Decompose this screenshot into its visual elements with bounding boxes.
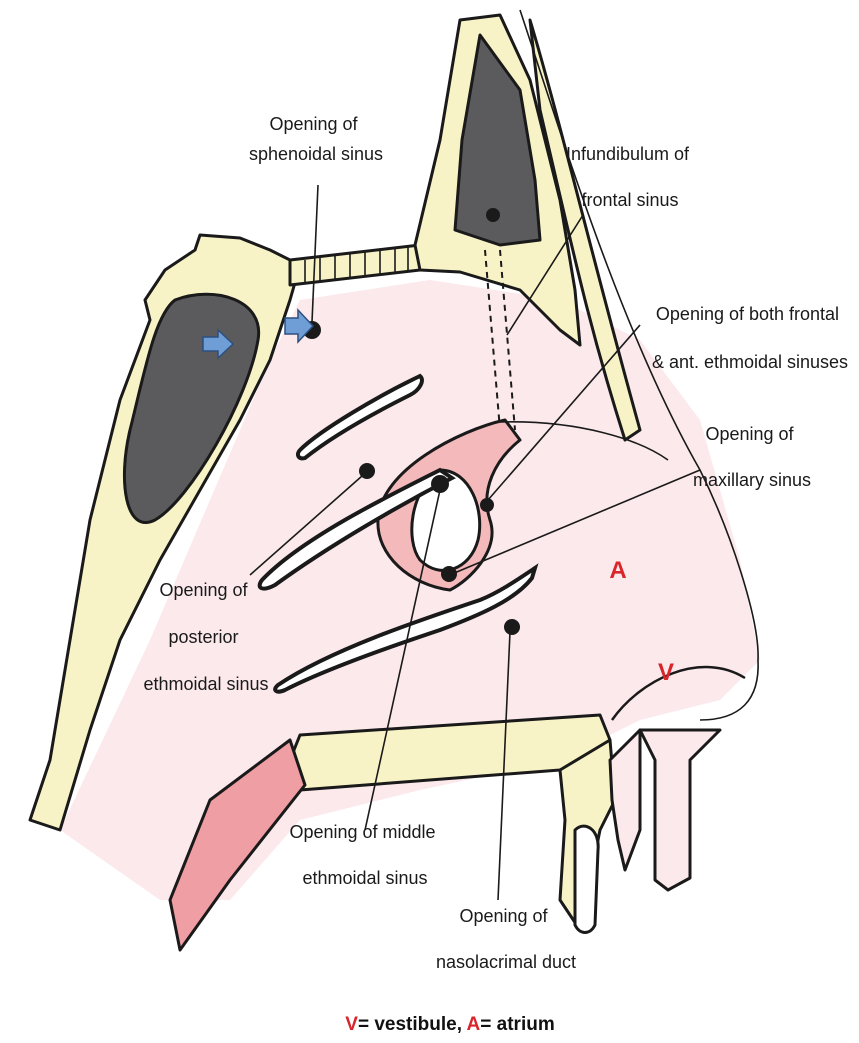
maxillary-ostium [441, 566, 457, 582]
atrium-letter: A [609, 557, 626, 584]
label-sphenoidal-sinus: Opening of sphenoidal sinus [249, 114, 383, 164]
columella [640, 730, 720, 890]
label-middle-ethmoidal: Opening of middle ethmoidal sinus [289, 822, 440, 888]
label-maxillary-sinus: Opening of maxillary sinus [693, 424, 811, 490]
legend-v-text: = vestibule, [358, 1014, 467, 1035]
label-frontal-ethmoidal: Opening of both frontal & ant. ethmoidal… [652, 304, 848, 372]
frontal-sinus-ostium [486, 208, 500, 222]
incisor-tooth [575, 826, 598, 932]
legend-a-letter: A [467, 1014, 481, 1035]
nasolacrimal-ostium [504, 619, 520, 635]
label-infundibulum: Infundibulum of frontal sinus [566, 144, 694, 210]
frontal-ethmoidal-ostium [480, 498, 494, 512]
legend-v-letter: V [345, 1014, 358, 1035]
legend: V= vestibule, A= atrium [345, 1014, 554, 1035]
ala-base [610, 730, 640, 870]
cribriform-plate [290, 245, 420, 285]
vestibule-letter: V [658, 659, 674, 686]
label-nasolacrimal-duct: Opening of nasolacrimal duct [436, 906, 576, 972]
legend-a-text: = atrium [480, 1014, 554, 1035]
